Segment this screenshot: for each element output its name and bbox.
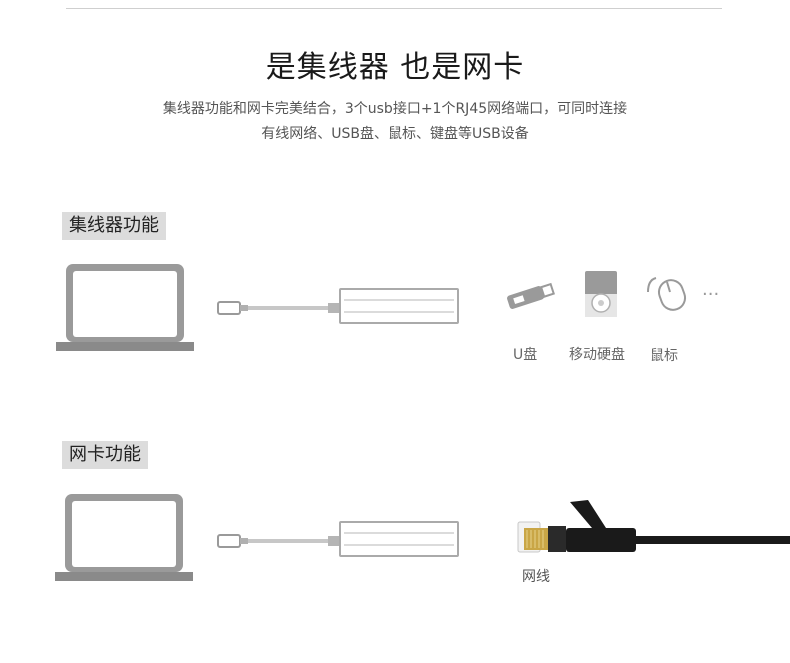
usb-drive-label: U盘 bbox=[513, 347, 538, 363]
subtitle-line-1: 集线器功能和网卡完美结合，3个usb接口+1个RJ45网络端口，可同时连接 bbox=[162, 101, 628, 117]
hard-drive-label: 移动硬盘 bbox=[569, 347, 625, 363]
top-divider bbox=[66, 8, 722, 9]
more-devices-ellipsis: ··· bbox=[702, 284, 720, 305]
hub-function-label: 集线器功能 bbox=[62, 212, 166, 240]
laptop-icon bbox=[56, 264, 194, 351]
portable-hard-drive-icon bbox=[585, 271, 617, 317]
mouse-icon bbox=[647, 277, 687, 311]
usb-c-hub-icon bbox=[217, 521, 459, 557]
usb-drive-icon bbox=[507, 282, 555, 309]
ethernet-cable-icon bbox=[517, 500, 790, 553]
subtitle-line-2: 有线网络、USB盘、鼠标、键盘等USB设备 bbox=[261, 126, 529, 142]
ethernet-cable-label: 网线 bbox=[522, 569, 550, 585]
network-card-function-label: 网卡功能 bbox=[62, 441, 148, 469]
usb-c-hub-icon bbox=[217, 288, 459, 324]
page-title: 是集线器 也是网卡 bbox=[265, 50, 525, 85]
mouse-label: 鼠标 bbox=[650, 348, 678, 364]
laptop-icon bbox=[55, 494, 193, 581]
